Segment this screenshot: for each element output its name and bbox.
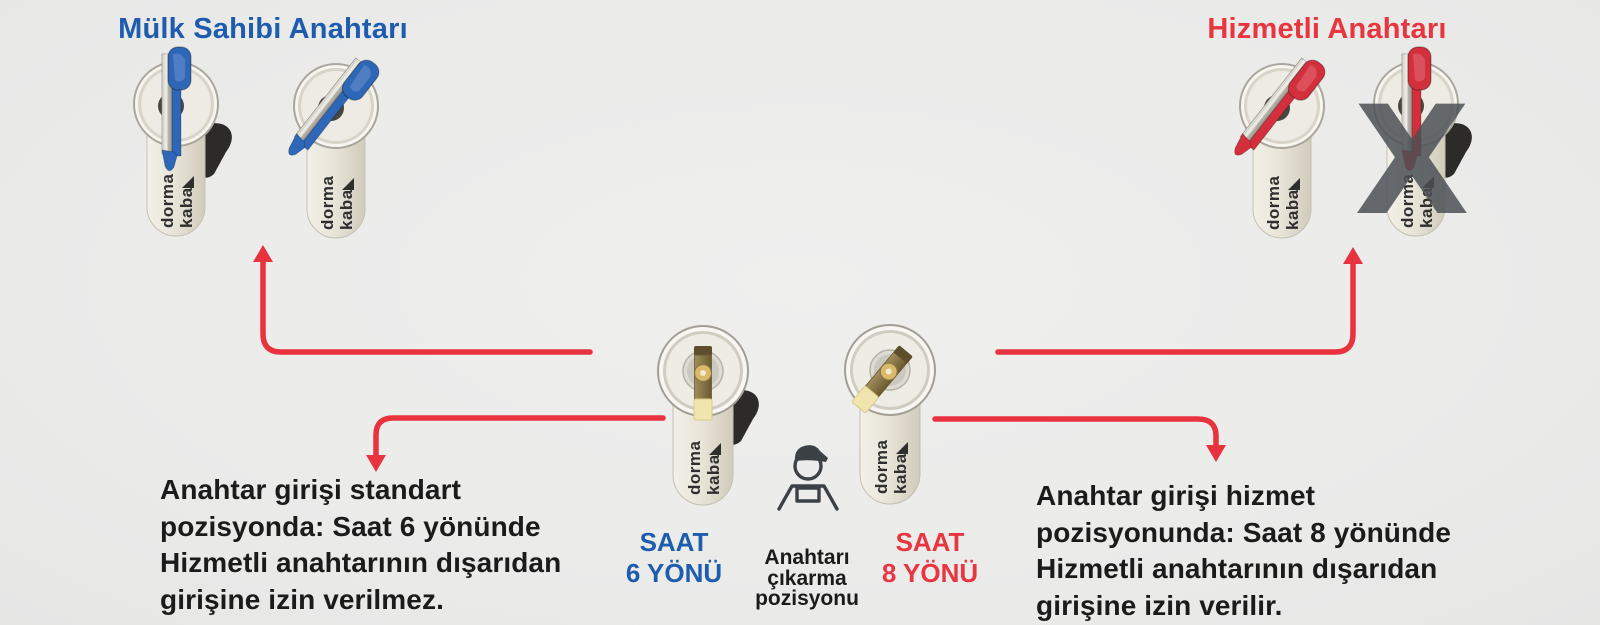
arrow-to-standard-note xyxy=(366,415,666,472)
cylinder-service-key-8oclock xyxy=(1229,51,1330,239)
note-line: pozisyonunda: Saat 8 yönünde xyxy=(1036,516,1452,548)
note-line: pozisyonda: Saat 6 yönünde xyxy=(160,510,541,542)
key-removal-position-label: Anahtarı çıkarma pozisyonu xyxy=(755,546,859,610)
owner-key-title: Mülk Sahibi Anahtarı xyxy=(118,13,408,45)
note-line: girişine izin verilir. xyxy=(1036,589,1283,621)
cylinder-front-saat6 xyxy=(656,324,759,506)
service-key-title: Hizmetli Anahtarı xyxy=(1207,13,1447,45)
saat-8-label: SAAT 8 YÖNÜ xyxy=(881,527,979,588)
note-line: Anahtar girişi standart xyxy=(160,474,462,505)
arrow-to-service-note xyxy=(932,416,1226,462)
keyway-6oclock xyxy=(693,345,713,421)
note-line: girişine izin verilmez. xyxy=(160,583,444,615)
arrow-to-owner-keys xyxy=(253,245,593,355)
saat-6-label: SAAT 6 YÖNÜ xyxy=(625,527,723,588)
x-cross-icon: X xyxy=(1354,75,1470,249)
note-line: Hizmetli anahtarının dışarıdan xyxy=(1036,553,1438,584)
cylinder-owner-key-8oclock xyxy=(283,51,384,239)
arrow-to-service-keys xyxy=(995,247,1363,355)
note-line: Hizmetli anahtarının dışarıdan xyxy=(160,547,562,578)
cylinder-owner-key-6oclock xyxy=(133,46,232,237)
standard-position-note: Anahtar girişi standart pozisyonda: Saat… xyxy=(160,472,561,618)
cylinder-front-saat8 xyxy=(843,323,937,505)
note-line: Anahtar girişi hizmet xyxy=(1036,480,1316,511)
service-position-note: Anahtar girişi hizmet pozisyonunda: Saat… xyxy=(1036,478,1451,624)
service-worker-icon xyxy=(777,445,839,511)
